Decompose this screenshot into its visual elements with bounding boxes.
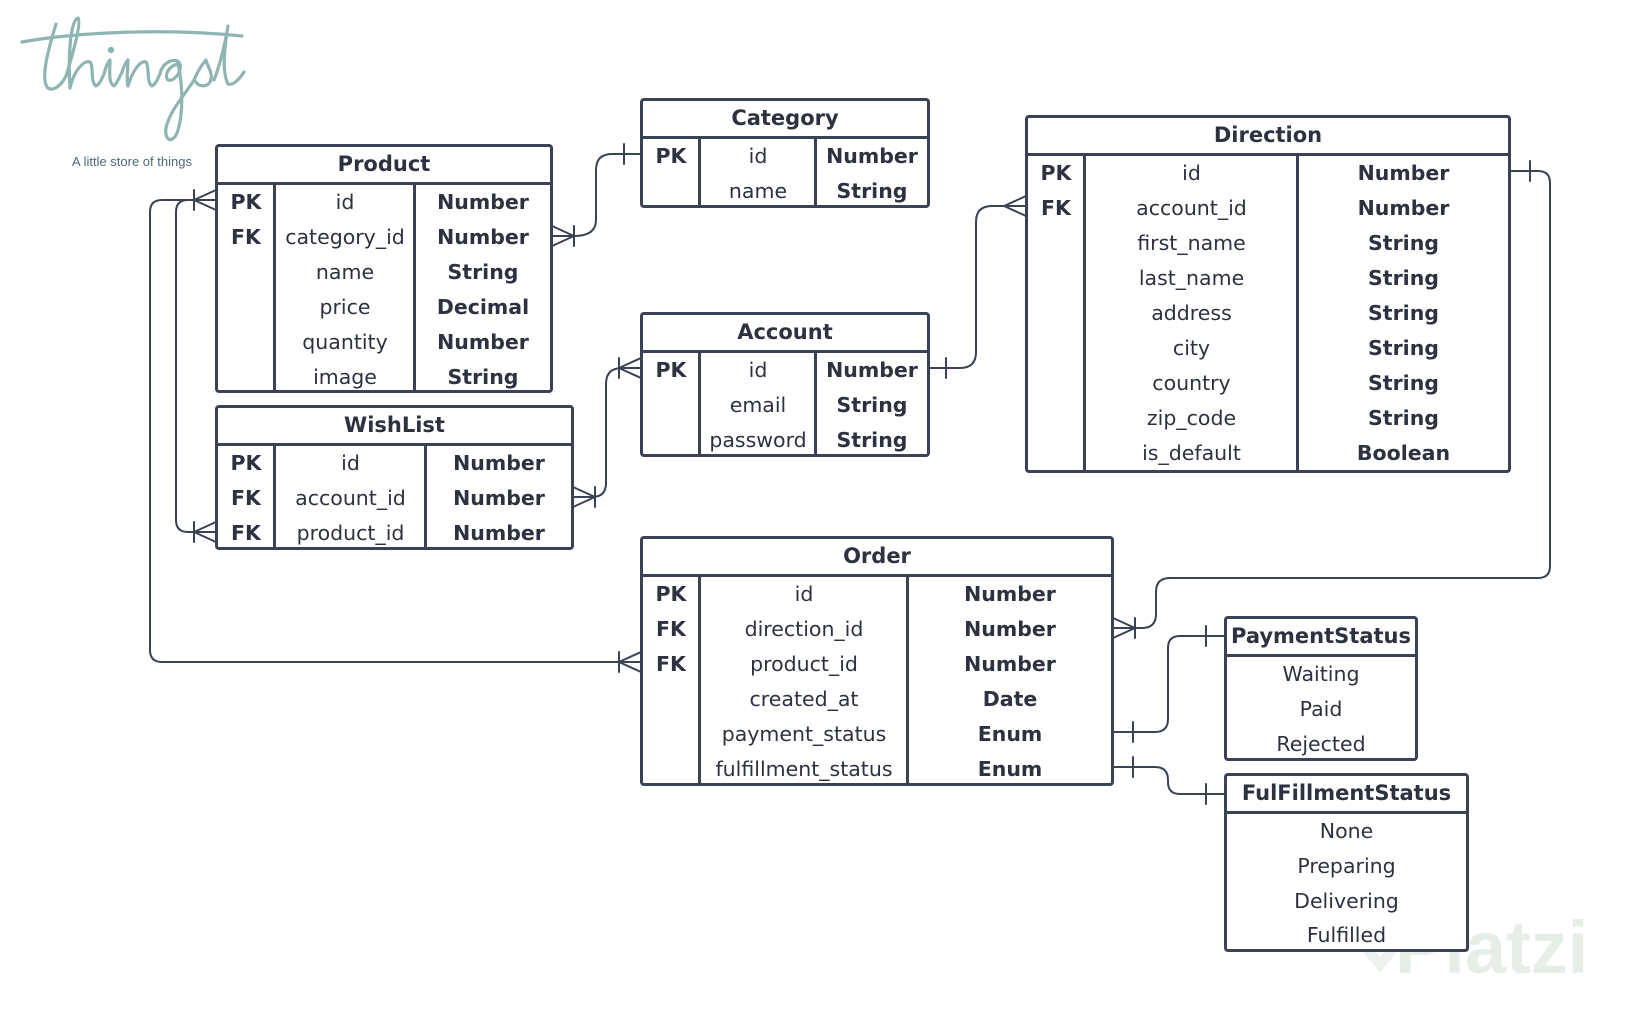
table-row: name String xyxy=(315,260,519,284)
table-row: FK product_id Number xyxy=(656,652,1056,676)
crowfoot-wishlist-product-a xyxy=(193,521,217,543)
table-row: FK account_id Number xyxy=(1041,196,1450,220)
table-row: FK product_id Number xyxy=(231,521,545,545)
entity-category[interactable]: Category PK id Number name String xyxy=(640,98,930,208)
table-row: PK id Number xyxy=(230,190,529,214)
rel-product-category xyxy=(551,153,642,237)
entity-title: Order xyxy=(643,539,1111,577)
table-row: PK id Number xyxy=(655,144,918,168)
table-row: FK direction_id Number xyxy=(656,617,1056,641)
entity-title: WishList xyxy=(218,408,571,446)
thingst-logo xyxy=(20,16,246,142)
crowfoot-order-product xyxy=(618,651,642,673)
crowfoot-wishlist-account-b xyxy=(618,357,642,379)
rel-order-product xyxy=(149,199,642,663)
entity-title: FulFillmentStatus xyxy=(1227,776,1466,814)
crowfoot-direction-account xyxy=(1003,195,1027,217)
table-row: email String xyxy=(729,393,908,417)
rel-direction-order xyxy=(1112,170,1551,629)
entity-title: Category xyxy=(643,101,927,139)
table-row: PK id Number xyxy=(655,358,918,382)
rel-wishlist-account xyxy=(572,367,642,498)
rel-wishlist-product xyxy=(175,199,217,533)
entity-direction[interactable]: Direction PK id Number FK account_id Num… xyxy=(1025,115,1511,473)
list-item: Fulfilled xyxy=(1306,923,1387,947)
crowfoot-product-category xyxy=(551,225,575,247)
table-row: FK account_id Number xyxy=(231,486,545,510)
table-row: address String xyxy=(1151,301,1439,325)
table-row: payment_status Enum xyxy=(721,722,1043,746)
table-row: name String xyxy=(728,179,908,203)
list-item: Rejected xyxy=(1276,732,1366,756)
table-row: first_name String xyxy=(1137,231,1439,255)
table-row: fulfillment_status Enum xyxy=(715,757,1043,781)
table-row: password String xyxy=(709,428,908,452)
table-row: quantity Number xyxy=(302,330,529,354)
logo-tagline: A little store of things xyxy=(72,154,192,169)
list-item: Preparing xyxy=(1297,854,1396,878)
entity-product[interactable]: Product PK id Number FK category_id Numb… xyxy=(215,144,553,393)
table-row: is_default Boolean xyxy=(1142,441,1451,465)
crowfoot-wishlist-account-a xyxy=(572,486,596,508)
table-row: PK id Number xyxy=(1040,161,1450,185)
entity-title: PaymentStatus xyxy=(1227,619,1415,657)
list-item: Paid xyxy=(1299,697,1343,721)
entity-wishlist[interactable]: WishList PK id Number FK account_id Numb… xyxy=(215,405,574,550)
entity-title: Product xyxy=(218,147,550,185)
crowfoot-order-direction xyxy=(1112,617,1136,639)
list-item: None xyxy=(1319,819,1374,843)
table-row: price Decimal xyxy=(319,295,530,319)
table-row: FK category_id Number xyxy=(231,225,529,249)
table-row: PK id Number xyxy=(230,451,545,475)
rel-order-paymentstatus xyxy=(1112,635,1225,733)
entity-title: Account xyxy=(643,315,927,353)
entity-paymentstatus[interactable]: PaymentStatus Waiting Paid Rejected xyxy=(1224,616,1418,761)
rel-account-direction xyxy=(928,205,1027,369)
entity-title: Direction xyxy=(1028,118,1508,156)
table-row: country String xyxy=(1152,371,1439,395)
table-row: last_name String xyxy=(1138,266,1439,290)
entity-fulfillmentstatus[interactable]: FulFillmentStatus None Preparing Deliver… xyxy=(1224,773,1469,952)
table-row: zip_code String xyxy=(1146,406,1439,430)
rel-order-fulfillmentstatus xyxy=(1112,766,1225,795)
entity-order[interactable]: Order PK id Number FK direction_id Numbe… xyxy=(640,536,1114,786)
table-row: image String xyxy=(313,365,519,389)
table-row: created_at Date xyxy=(749,687,1038,711)
list-item: Waiting xyxy=(1282,662,1360,686)
list-item: Delivering xyxy=(1294,889,1399,913)
entity-account[interactable]: Account PK id Number email String passwo… xyxy=(640,312,930,457)
table-row: city String xyxy=(1172,336,1439,360)
table-row: PK id Number xyxy=(655,582,1056,606)
